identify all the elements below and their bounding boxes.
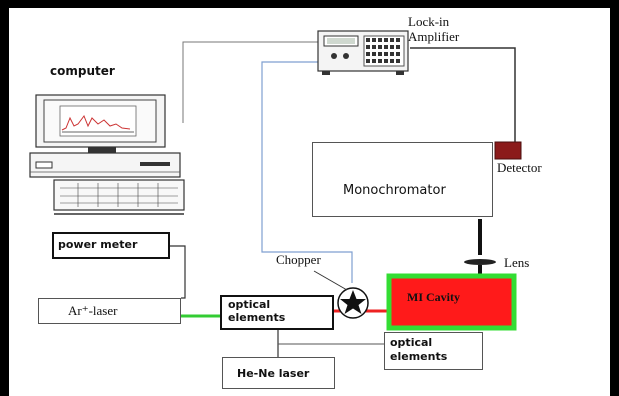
optical-elements-label-1: optical elements — [228, 298, 286, 324]
powermeter-laser-wire — [170, 245, 186, 299]
detector-lockin-wire — [410, 47, 516, 146]
power-meter-box — [52, 232, 170, 259]
detector-label: Detector — [497, 160, 542, 175]
optical-elements-label-2: optical elements — [390, 336, 448, 363]
detector-icon — [494, 141, 522, 160]
optical-elements-box-2 — [384, 332, 483, 370]
lens-label: Lens — [504, 255, 530, 270]
lens-post — [478, 219, 482, 255]
ar-laser-label: Ar⁺-laser — [68, 303, 118, 318]
mi-cavity-box — [386, 273, 517, 331]
frame-left — [0, 0, 9, 396]
chopper-icon — [337, 287, 369, 319]
computer-label: computer — [50, 64, 115, 78]
frame-right — [610, 0, 619, 396]
lens-icon — [464, 259, 496, 265]
power-meter-label: power meter — [58, 238, 138, 251]
lockin-amplifier-label: Lock-in Amplifier — [408, 14, 460, 44]
hene-laser-box — [222, 357, 335, 389]
monochromator-label: Monochromator — [343, 183, 446, 198]
chopper-pointer — [313, 270, 348, 291]
ar-laser-box — [38, 298, 181, 324]
computer-lockin-wire — [182, 41, 318, 123]
frame-top — [0, 0, 619, 8]
optical-elements-box-1 — [220, 295, 334, 330]
monochromator-box — [312, 142, 493, 217]
hene-laser-label: He-Ne laser — [237, 367, 310, 380]
lockin-amplifier-icon — [317, 30, 409, 75]
lens-post-lower — [478, 265, 482, 277]
chopper-label: Chopper — [276, 252, 321, 267]
chopper-lockin-cable — [261, 61, 353, 283]
computer-icon — [29, 94, 185, 215]
mi-cavity-label: MI Cavity — [407, 290, 460, 304]
